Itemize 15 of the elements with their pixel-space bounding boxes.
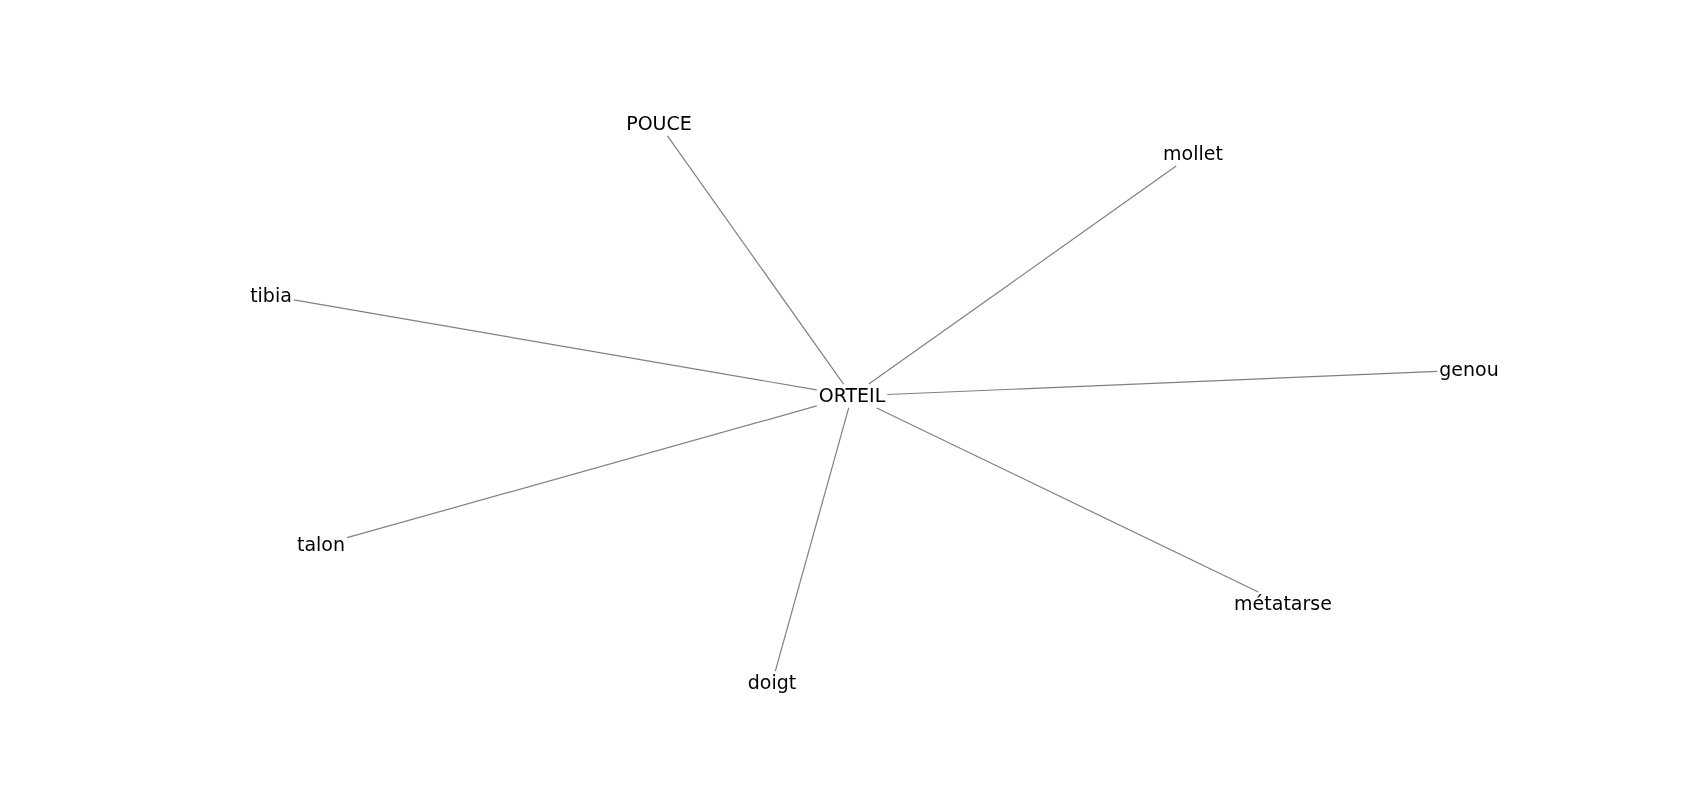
word-label: tibia — [248, 284, 294, 308]
connector-line — [293, 299, 818, 391]
word-label: doigt — [745, 671, 799, 695]
connector-line — [876, 407, 1259, 593]
word-label: talon — [295, 533, 347, 557]
word-label: ORTEIL — [816, 384, 888, 408]
word-label: genou — [1437, 358, 1501, 382]
word-label: POUCE — [624, 112, 694, 136]
connector-line — [886, 370, 1438, 396]
connector-line — [774, 407, 850, 672]
connector-line — [346, 405, 818, 539]
connector-line — [666, 135, 845, 385]
connector-line — [868, 165, 1177, 385]
word-label: métatarse — [1232, 592, 1334, 616]
word-label: mollet — [1161, 142, 1225, 166]
